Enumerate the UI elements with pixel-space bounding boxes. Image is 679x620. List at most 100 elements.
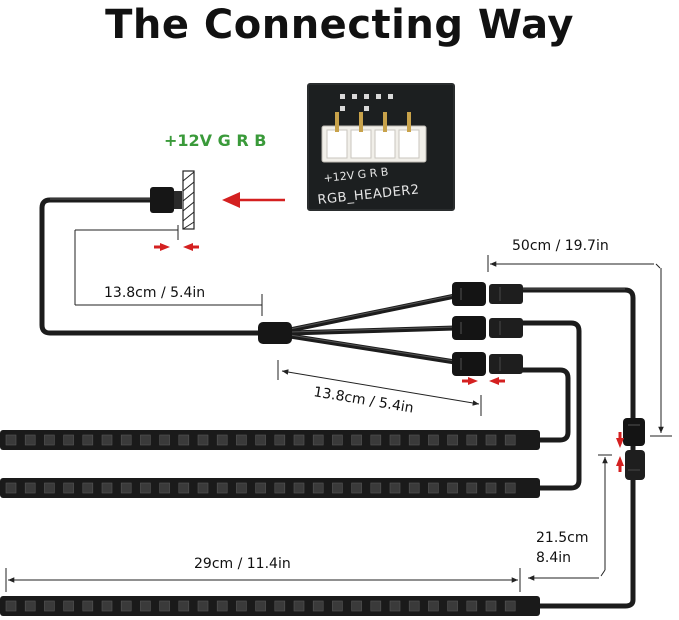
led-chip — [24, 482, 36, 494]
led-chip — [236, 482, 247, 494]
led-chip — [140, 434, 151, 446]
led-strip-2 — [0, 478, 540, 498]
led-chip — [63, 482, 74, 494]
led-chip — [351, 600, 362, 612]
led-chip — [428, 600, 439, 612]
led-chip — [44, 600, 55, 612]
plug-bottom — [452, 352, 523, 376]
led-chip — [332, 482, 343, 494]
cables — [39, 197, 636, 609]
led-chip — [466, 434, 478, 446]
led-chip — [255, 434, 266, 446]
led-chip — [236, 600, 247, 612]
led-chip — [101, 434, 113, 446]
led-chip — [447, 482, 458, 494]
strip-gap-in: 8.4in — [536, 550, 571, 566]
led-chip — [101, 600, 113, 612]
header-plug — [150, 187, 174, 213]
led-chip — [82, 482, 94, 494]
header-board-hatch — [182, 170, 195, 230]
led-chip — [178, 600, 190, 612]
led-chip — [120, 600, 132, 612]
led-chip — [293, 434, 305, 446]
led-chip — [178, 434, 190, 446]
strip1-cable — [517, 367, 571, 443]
led-chip — [5, 482, 17, 494]
main-cable — [39, 197, 268, 336]
led-chip — [197, 482, 209, 494]
led-chip — [159, 600, 170, 612]
led-chip — [293, 482, 305, 494]
led-chip — [312, 434, 324, 446]
led-chip — [255, 482, 266, 494]
led-chip — [428, 434, 439, 446]
led-chip — [140, 482, 151, 494]
led-chip — [63, 434, 74, 446]
led-chip — [351, 434, 362, 446]
led-chip — [44, 482, 55, 494]
led-chip — [120, 434, 132, 446]
led-strip-1 — [0, 430, 540, 450]
led-chip — [351, 482, 362, 494]
extension-cable-length: 50cm / 19.7in — [512, 238, 609, 254]
led-chip — [24, 600, 36, 612]
led-chip — [82, 434, 94, 446]
led-chip — [159, 434, 170, 446]
led-chip — [370, 482, 382, 494]
led-chip — [44, 434, 55, 446]
led-chip — [332, 434, 343, 446]
led-chip — [504, 482, 516, 494]
led-chip — [389, 600, 401, 612]
plug-mid — [452, 316, 523, 340]
led-chip — [216, 482, 228, 494]
led-chip — [5, 600, 17, 612]
led-chip — [370, 434, 382, 446]
led-chip — [159, 482, 170, 494]
page-title: The Connecting Way — [105, 2, 574, 48]
led-chip — [466, 600, 478, 612]
led-chip — [82, 600, 94, 612]
led-strip-3 — [0, 596, 540, 616]
led-chip — [466, 482, 478, 494]
led-chip — [255, 600, 266, 612]
led-chip — [408, 434, 420, 446]
splitter-wire-mid — [287, 325, 458, 336]
dimension-lines — [5, 225, 672, 592]
led-chip — [5, 434, 17, 446]
led-chip — [408, 600, 420, 612]
led-chip — [428, 482, 439, 494]
led-chip — [178, 482, 190, 494]
extension-cable — [517, 287, 636, 609]
led-chip — [504, 600, 516, 612]
four-pin-connector — [321, 112, 427, 163]
led-chip — [274, 600, 286, 612]
splitter-wire-bottom — [287, 333, 458, 365]
led-chip — [216, 600, 228, 612]
led-chip — [312, 482, 324, 494]
branch-cable-length: 13.8cm / 5.4in — [312, 384, 414, 416]
led-chip — [101, 482, 113, 494]
led-chip — [24, 434, 36, 446]
led-chip — [120, 482, 132, 494]
strip-length: 29cm / 11.4in — [194, 556, 291, 572]
red-arrow-left-icon — [222, 192, 285, 208]
splitter-hub — [258, 322, 292, 344]
led-chip — [274, 434, 286, 446]
led-chip — [370, 600, 382, 612]
strip-gap-cm: 21.5cm — [536, 530, 589, 546]
led-chip — [408, 482, 420, 494]
led-chip — [312, 600, 324, 612]
led-chip — [236, 434, 247, 446]
led-chip — [485, 434, 497, 446]
led-chip — [504, 434, 516, 446]
led-chip — [447, 600, 458, 612]
led-chip — [332, 600, 343, 612]
extension-coupler — [623, 418, 645, 480]
led-chip — [389, 434, 401, 446]
led-chip — [140, 600, 151, 612]
led-chip — [197, 434, 209, 446]
strip2-cable — [517, 320, 582, 491]
led-chip — [485, 482, 497, 494]
led-chip — [197, 600, 209, 612]
motherboard-header-photo: +12V G R B RGB_HEADER2 — [307, 83, 455, 211]
